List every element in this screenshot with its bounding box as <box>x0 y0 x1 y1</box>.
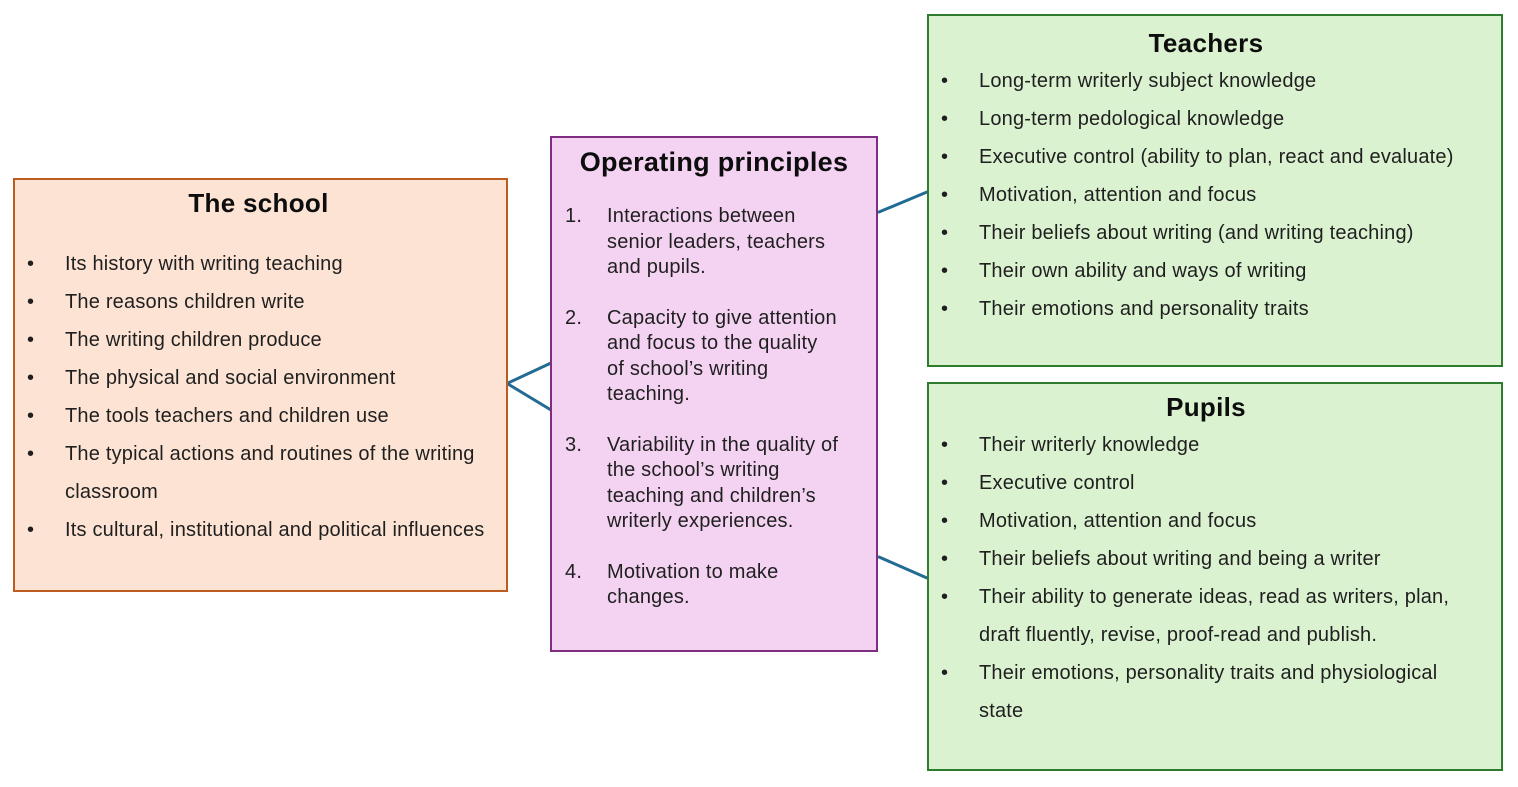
teachers-box: Teachers Long-term writerly subject know… <box>927 14 1503 367</box>
school-list: Its history with writing teachingThe rea… <box>25 245 492 549</box>
operating-principles-title: Operating principles <box>579 147 849 177</box>
operating-principles-box: Operating principles Interactions betwee… <box>550 136 878 652</box>
school-box: The school Its history with writing teac… <box>13 178 508 592</box>
connector-principles-to-pupils <box>877 555 929 580</box>
list-item: The typical actions and routines of the … <box>25 435 492 511</box>
list-item: The physical and social environment <box>25 359 492 397</box>
list-item: Its cultural, institutional and politica… <box>25 511 492 549</box>
list-item: Their beliefs about writing and being a … <box>939 540 1473 578</box>
list-item: Motivation, attention and focus <box>939 502 1473 540</box>
list-item: The writing children produce <box>25 321 492 359</box>
connector-school-to-principles-lower <box>506 382 553 412</box>
pupils-title: Pupils <box>1166 392 1246 422</box>
pupils-list: Their writerly knowledgeExecutive contro… <box>939 426 1473 730</box>
list-item: Executive control (ability to plan, reac… <box>939 138 1473 176</box>
list-item: Motivation, attention and focus <box>939 176 1473 214</box>
list-item: Executive control <box>939 464 1473 502</box>
list-item: Their own ability and ways of writing <box>939 252 1473 290</box>
list-item: The reasons children write <box>25 283 492 321</box>
list-item: Variability in the quality of the school… <box>565 433 839 533</box>
connector-principles-to-teachers <box>877 190 929 214</box>
list-item: Its history with writing teaching <box>25 245 492 283</box>
list-item: Interactions between senior leaders, tea… <box>565 204 826 278</box>
school-title: The school <box>188 188 329 218</box>
teachers-list: Long-term writerly subject knowledgeLong… <box>939 62 1473 328</box>
teachers-title: Teachers <box>1148 28 1264 58</box>
list-item: The tools teachers and children use <box>25 397 492 435</box>
list-item: Their beliefs about writing (and writing… <box>939 214 1473 252</box>
list-item: Their ability to generate ideas, read as… <box>939 578 1473 654</box>
list-item: Their writerly knowledge <box>939 426 1473 464</box>
connector-school-to-principles-upper <box>506 361 553 385</box>
pupils-box: Pupils Their writerly knowledgeExecutive… <box>927 382 1503 771</box>
list-item: Long-term writerly subject knowledge <box>939 62 1473 100</box>
list-item: Motivation to make changes. <box>565 560 779 609</box>
list-item: Their emotions and personality traits <box>939 290 1473 328</box>
operating-principles-list: Interactions between senior leaders, tea… <box>552 204 876 611</box>
list-item: Capacity to give attention and focus to … <box>565 306 837 406</box>
list-item: Long-term pedological knowledge <box>939 100 1473 138</box>
list-item: Their emotions, personality traits and p… <box>939 654 1473 730</box>
